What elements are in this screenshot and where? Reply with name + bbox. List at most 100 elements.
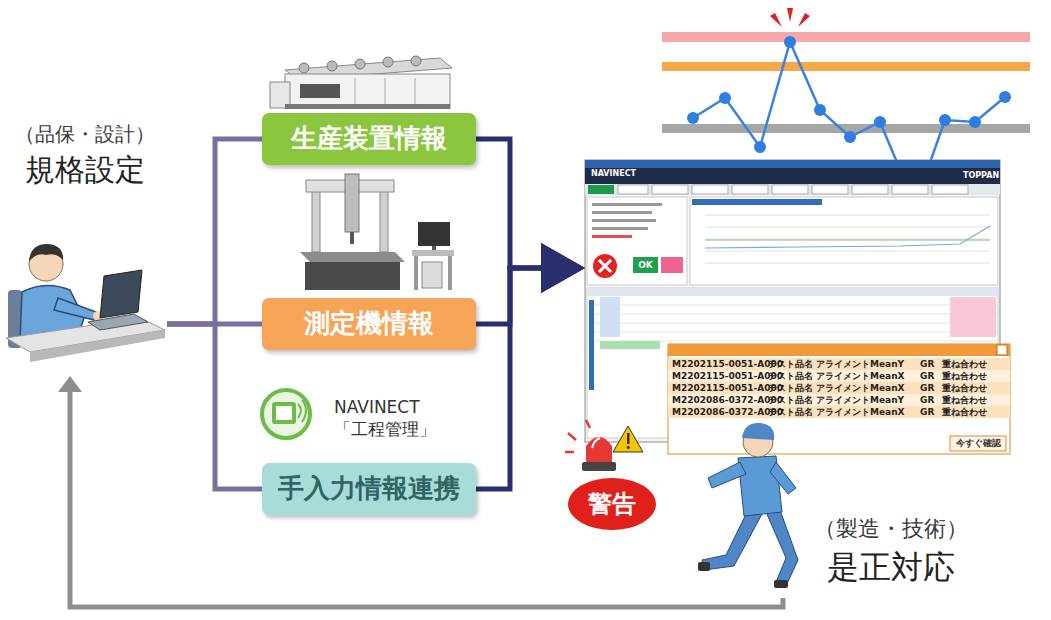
table-cell: GR <box>920 407 934 417</box>
measuring-machine <box>414 256 418 290</box>
control-chart <box>874 116 886 128</box>
navinect-icon <box>298 404 301 418</box>
measuring-machine <box>345 174 359 232</box>
table-cell: テスト品名 <box>768 359 813 369</box>
brand-name: TOPPAN <box>963 171 999 180</box>
production-machine <box>383 57 393 67</box>
software-screenshot <box>690 197 998 285</box>
navinect-icon <box>276 406 292 420</box>
control-chart <box>798 13 810 27</box>
software-screenshot <box>587 323 998 324</box>
connector-line <box>167 139 262 324</box>
measuring-machine <box>380 190 388 252</box>
production-machine <box>270 56 452 109</box>
connector <box>167 139 262 324</box>
warning-siren <box>565 451 574 454</box>
software-screenshot <box>661 257 683 273</box>
software-screenshot <box>589 300 594 390</box>
alert-popup <box>668 344 1010 454</box>
alert-popup <box>950 436 1006 451</box>
alert-popup <box>668 370 1010 382</box>
control-chart <box>844 131 856 143</box>
table-cell: テスト品名 <box>768 407 813 417</box>
navinect-icon <box>262 390 310 438</box>
measuring-machine <box>432 246 436 250</box>
software-screenshot <box>705 239 990 240</box>
running-worker <box>708 462 746 488</box>
software-screenshot <box>592 235 632 238</box>
table-cell: アライメントMeanX <box>816 407 904 417</box>
table-cell: 重ね合わせ <box>942 407 987 417</box>
role-group: （製造・技術） 是正対応 <box>688 398 973 598</box>
connector <box>476 243 585 489</box>
table-cell: アライメントMeanX <box>816 383 904 393</box>
measuring-machine <box>312 190 320 252</box>
software-screenshot <box>593 254 617 278</box>
software-screenshot <box>705 251 990 252</box>
software-screenshot <box>592 211 652 214</box>
software-screenshot <box>705 215 990 216</box>
warning-siren <box>592 438 600 448</box>
measuring-machine <box>422 262 442 288</box>
connector-line <box>70 387 783 607</box>
person-at-laptop <box>100 270 142 318</box>
software-screenshot <box>772 185 808 194</box>
software-screenshot <box>705 226 990 248</box>
navinect-icon <box>262 390 310 438</box>
warning-siren <box>565 420 643 471</box>
person-at-laptop <box>30 330 165 362</box>
software-screenshot <box>599 260 611 272</box>
person-at-laptop <box>88 314 148 330</box>
process-box: 生産装置情報 <box>262 113 476 165</box>
warning-siren <box>613 426 643 452</box>
production-machine <box>415 78 416 104</box>
running-worker <box>742 423 774 440</box>
icon-label: NAVINECT 「工程管理」 <box>334 396 454 440</box>
connector <box>476 243 585 324</box>
software-screenshot <box>892 185 928 194</box>
control-chart <box>969 116 981 128</box>
node-label: （製造・技術） <box>814 516 968 542</box>
node-label: 測定機情報 <box>304 308 434 339</box>
warning-siren <box>586 437 612 462</box>
software-screenshot <box>592 227 648 230</box>
running-worker <box>698 562 710 571</box>
node-label: 手入力情報連携 <box>278 473 460 504</box>
software-screenshot <box>587 305 998 306</box>
alert-popup <box>997 345 1007 355</box>
arrow-head <box>58 376 82 392</box>
arrow-head <box>541 243 585 293</box>
table-cell: 重ね合わせ <box>942 395 987 405</box>
production-machine <box>411 56 421 66</box>
production-machine <box>355 78 356 104</box>
control-chart <box>814 104 826 116</box>
production-machine <box>299 63 309 73</box>
navinect-icon <box>272 402 296 424</box>
software-screenshot <box>932 185 968 194</box>
software-screenshot <box>692 199 822 205</box>
software-screenshot <box>692 185 728 194</box>
software-screenshot <box>732 185 768 194</box>
production-machine <box>385 78 386 104</box>
software-screenshot <box>705 263 990 264</box>
node-title: 規格設定 <box>25 152 145 188</box>
person-at-laptop <box>6 244 165 362</box>
warning-siren <box>627 433 630 444</box>
node-title: 是正対応 <box>827 548 955 586</box>
production-machine <box>300 84 340 98</box>
role-caption: （製造・技術） 是正対応 <box>808 516 973 587</box>
table-cell: GR <box>920 383 934 393</box>
table-cell: テスト品名 <box>768 371 813 381</box>
measuring-machine <box>305 262 400 290</box>
software-screenshot <box>587 197 687 285</box>
navinect-icon <box>302 400 306 422</box>
software-screenshot <box>585 160 1000 168</box>
software-screenshot <box>585 168 1000 184</box>
table-cell: アライメントMeanY <box>816 359 904 369</box>
software-screenshot <box>599 260 611 272</box>
software-screenshot <box>652 185 688 194</box>
control-chart <box>687 112 699 124</box>
measuring-machine <box>300 174 454 290</box>
role-group: （品保・設計）規格設定 <box>2 118 167 376</box>
software-screenshot <box>587 288 998 296</box>
